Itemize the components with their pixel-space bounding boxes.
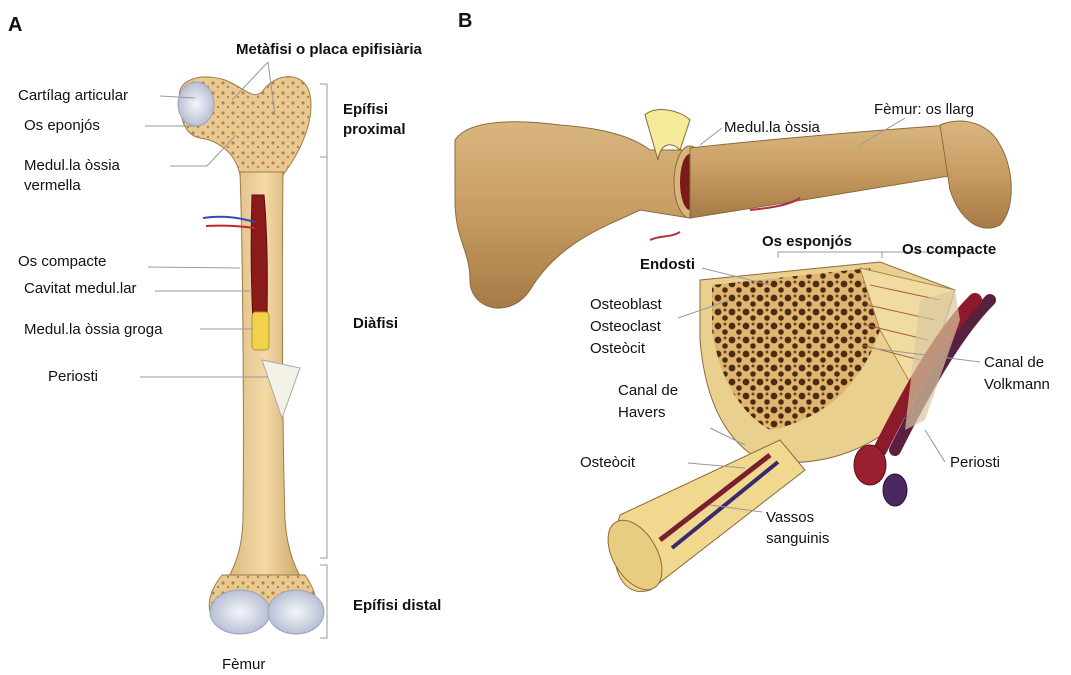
label-femur: Fèmur xyxy=(222,655,265,674)
label-os-esponjos: Os esponjós xyxy=(762,232,852,251)
label-medulla-ossia: Medul.la òssia xyxy=(724,118,820,137)
label-osteoclast: Osteoclast xyxy=(590,317,661,336)
label-cartilag-articular: Cartílag articular xyxy=(18,86,128,105)
label-os-compacte-a: Os compacte xyxy=(18,252,106,271)
label-periosti-a: Periosti xyxy=(48,367,98,386)
label-medulla-vermella-2: vermella xyxy=(24,176,81,195)
label-osteoblast: Osteoblast xyxy=(590,295,662,314)
label-metafisi: Metàfisi o placa epifisiària xyxy=(236,40,422,59)
label-epifisi-proximal-1: Epífisi xyxy=(343,100,388,119)
label-canal-havers-2: Havers xyxy=(618,403,666,422)
label-canal-volkmann-1: Canal de xyxy=(984,353,1044,372)
label-os-compacte-b: Os compacte xyxy=(902,240,996,259)
femur-illustration xyxy=(178,77,324,634)
label-epifisi-distal: Epífisi distal xyxy=(353,596,441,615)
label-medulla-groga: Medul.la òssia groga xyxy=(24,320,162,339)
panel-b-letter: B xyxy=(458,10,472,33)
label-canal-havers-1: Canal de xyxy=(618,381,678,400)
label-periosti-b: Periosti xyxy=(950,453,1000,472)
label-vassos-1: Vassos xyxy=(766,508,814,527)
label-epifisi-proximal-2: proximal xyxy=(343,120,406,139)
label-osteocit-cells: Osteòcit xyxy=(590,339,645,358)
label-medulla-vermella-1: Medul.la òssia xyxy=(24,156,120,175)
label-vassos-2: sanguinis xyxy=(766,529,829,548)
label-cavitat-medullar: Cavitat medul.lar xyxy=(24,279,137,298)
label-endosti: Endosti xyxy=(640,255,695,274)
label-osteocit: Osteòcit xyxy=(580,453,635,472)
label-femur-os-llarg: Fèmur: os llarg xyxy=(874,100,974,119)
label-diafisi: Diàfisi xyxy=(353,314,398,333)
panel-a-letter: A xyxy=(8,14,22,37)
label-os-eponjos: Os eponjós xyxy=(24,116,100,135)
label-canal-volkmann-2: Volkmann xyxy=(984,375,1050,394)
